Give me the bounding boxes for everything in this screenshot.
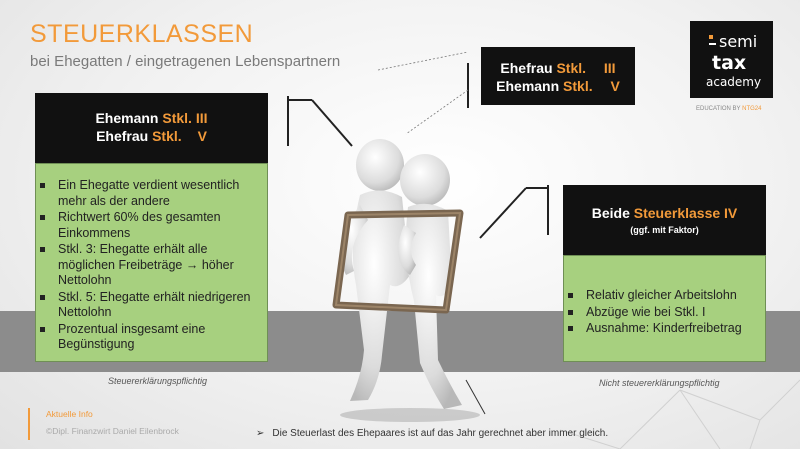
page-subtitle: bei Ehegatten / eingetragenen Lebenspart… (30, 53, 341, 70)
list-item: Richtwert 60% des gesamten Einkommens (36, 210, 267, 241)
semitax-logo: semi tax academy (690, 21, 773, 98)
right-caption: Nicht steuererklärungspflichtig (599, 378, 720, 388)
left-bullet-list: Ein Ehegatte verdient wesentlich mehr al… (36, 178, 267, 353)
footer-note: ➢Die Steuerlast des Ehepaares ist auf da… (256, 428, 609, 439)
right-box-heading: Beide Steuerklasse IV (591, 205, 738, 221)
top-box-line2: Ehemann Stkl. V (496, 78, 620, 94)
arrow-bullet-icon: ➢ (256, 428, 265, 439)
left-caption: Steuererklärungspflichtig (108, 376, 208, 386)
left-bullet-box: Ein Ehegatte verdient wesentlich mehr al… (35, 163, 268, 362)
list-item: Stkl. 3: Ehegatte erhält alle möglichen … (36, 242, 267, 289)
logo-text-academy: academy (706, 75, 762, 89)
couple-figure-illustration (332, 139, 480, 422)
footer-author: ©Dipl. Finanzwirt Daniel Eilenbrock (46, 426, 179, 436)
list-item: Ein Ehegatte verdient wesentlich mehr al… (36, 178, 267, 209)
right-class-header: Beide Steuerklasse IV (ggf. mit Faktor) (563, 185, 766, 255)
network-lines-decoration (560, 379, 800, 449)
left-box-line1: Ehemann Stkl. III (95, 110, 208, 126)
footer-label: Aktuelle Info (46, 409, 93, 419)
right-box-sub: (ggf. mit Faktor) (630, 225, 699, 235)
left-class-header: Ehemann Stkl. III Ehefrau Stkl. V (35, 93, 268, 163)
education-tagline: EDUCATION BY NTG24 (696, 106, 762, 112)
top-box-line1: Ehefrau Stkl. III (500, 60, 616, 76)
right-bullet-box: Relativ gleicher Arbeitslohn Abzüge wie … (563, 255, 766, 362)
footer-accent-bar (28, 408, 30, 440)
list-item: Prozentual insgesamt eine Begünstigung (36, 322, 267, 353)
page-title: STEUERKLASSEN (30, 20, 254, 48)
list-item: Abzüge wie bei Stkl. I (564, 305, 765, 321)
left-box-line2: Ehefrau Stkl. V (96, 128, 207, 144)
list-item: Ausnahme: Kinderfreibetrag (564, 321, 765, 337)
right-bullet-list: Relativ gleicher Arbeitslohn Abzüge wie … (564, 288, 765, 337)
logo-text-semi: semi (719, 32, 758, 51)
list-item: Stkl. 5: Ehegatte erhält niedrigeren Net… (36, 290, 267, 321)
logo-dot-icon (709, 35, 713, 39)
list-item: Relativ gleicher Arbeitslohn (564, 288, 765, 304)
top-class-box: Ehefrau Stkl. III Ehemann Stkl. V (481, 47, 635, 105)
logo-text-tax: tax (712, 52, 747, 74)
